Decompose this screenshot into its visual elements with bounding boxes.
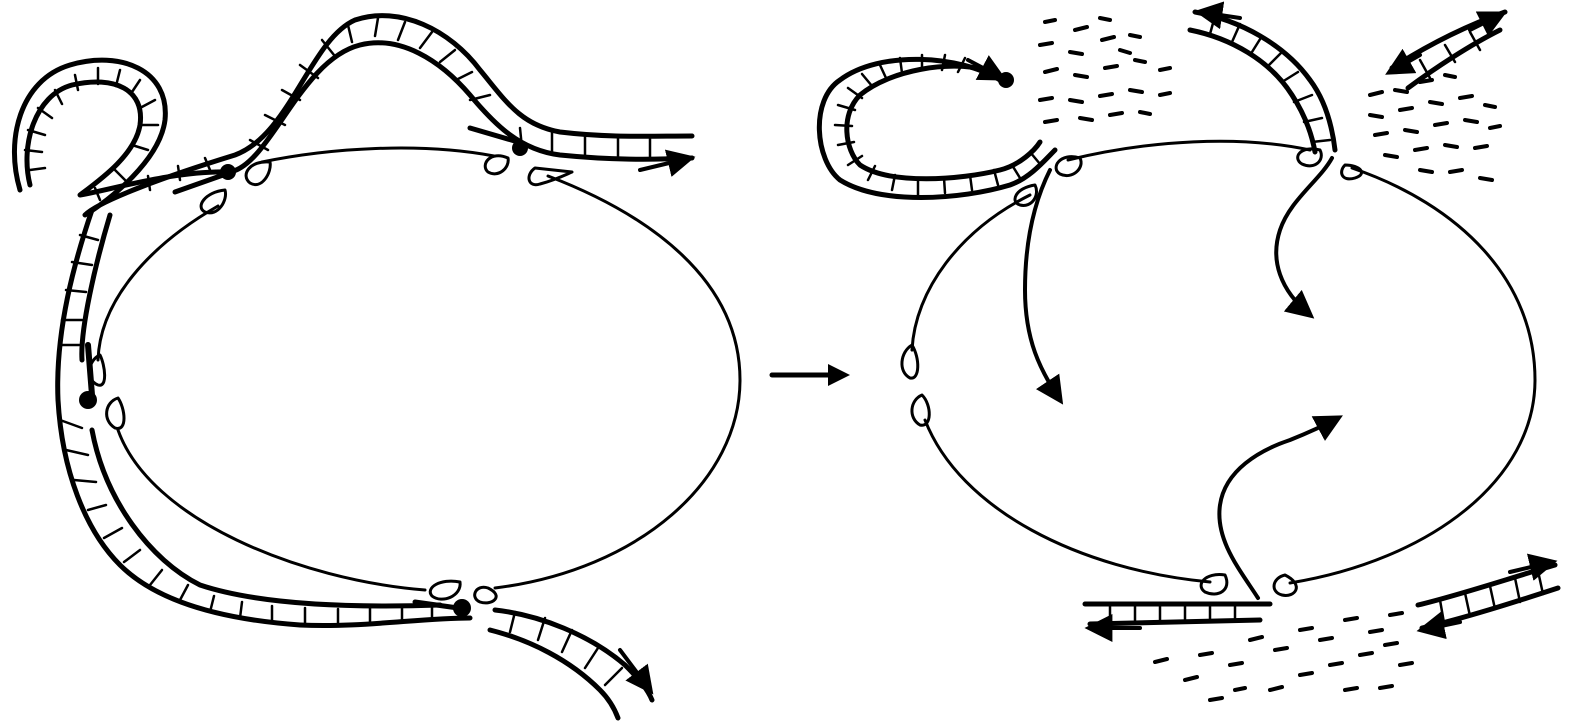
strand-right-bottom-right-outer [1418,565,1555,605]
fragment-dash [1140,112,1150,114]
fragment-dash [1105,66,1117,68]
fragment-dash [1485,105,1495,107]
fragments-bottom [1155,613,1412,700]
fragment-dash [1375,133,1387,135]
panel-after [819,12,1558,700]
fragment-dash [1135,60,1145,62]
fragment-dash [1045,120,1057,122]
fragment-dash [1475,146,1487,148]
fragments-top-right [1370,75,1500,180]
fragment-dash [1155,659,1167,662]
fragment-dash [1370,92,1382,95]
fragment-dash [1040,43,1052,45]
fragment-dash [1345,618,1357,620]
fragment-dash [1230,663,1242,665]
fragment-dash [1385,643,1397,645]
fragment-dash [1445,75,1455,77]
fragment-dash [1430,102,1442,104]
cell-outline-left-lower [118,430,425,590]
cell-outline-right-body [1290,168,1535,583]
strand-left-bottom-inner [92,430,440,606]
fragment-dash [1130,35,1140,37]
fragment-dash [1345,688,1357,690]
fragment-dash [1405,130,1417,132]
cell-outline-left-arc [98,206,218,360]
fragment-dash [1400,663,1412,665]
fragment-dash [1070,52,1082,54]
strand-left-top-striations [25,18,650,200]
fragment-dash [1185,677,1197,680]
fragment-dash [1200,653,1212,655]
strand-left-vert-striations [60,235,432,626]
fragment-dash [1395,90,1407,92]
fragment-dash [1160,93,1170,95]
knob-arm-mid-left [88,345,92,395]
fragment-dash [1465,120,1477,122]
fragment-dash [1045,20,1055,22]
cell-outline-right-left [912,195,1030,350]
fragment-dash [1420,170,1432,172]
panel-before [14,16,740,718]
retracted-strand-3 [1219,418,1338,598]
fragment-dash [1100,94,1112,96]
fragment-dash [1320,638,1332,640]
cell-outline-right-lower [925,420,1210,582]
fragment-dash [1210,698,1222,700]
cell-outline-left-body [495,176,740,588]
fragment-dash [1360,653,1372,655]
fragment-dash [1490,126,1500,128]
fragment-dash [1275,648,1287,650]
fragment-dash [1380,686,1392,688]
right-arrow-icon [772,364,850,386]
fragment-dash [1250,637,1262,640]
fragment-dash [1300,673,1312,675]
fragment-dash [1075,75,1087,77]
fragment-dash [1415,148,1427,150]
knob-right-curl [998,72,1014,88]
fragment-dash [1045,69,1057,72]
fragment-dash [1460,96,1472,98]
fragment-dash [1400,108,1412,110]
fragment-dash [1110,113,1122,115]
fragment-dash [1480,178,1492,180]
fragment-dash [1075,27,1087,30]
strand-left-vert-outer [58,210,470,626]
fragments-top-center [1040,18,1170,122]
fragment-dash [1450,170,1462,172]
fragment-dash [1080,118,1092,120]
cell-outline-right-top [1068,141,1310,160]
fragment-dash [1070,100,1082,102]
strand-right-top-outer [1195,12,1335,150]
fragment-dash [1385,155,1397,157]
fragment-dash [1370,115,1382,117]
fragment-dash [1235,688,1245,690]
fragment-dash [1102,37,1114,40]
fragment-dash [1300,628,1312,630]
fragment-dash [1040,98,1052,100]
fragment-dash [1100,18,1110,20]
fragment-dash [1330,663,1342,665]
strand-left-exit-arrow [620,650,650,690]
droplet-loops-left [90,156,572,603]
droplet-loops-right [902,149,1362,596]
fragment-dash [1445,145,1457,147]
fragment-dash [1390,613,1402,615]
strand-left-exit-bottom-outer [495,610,652,700]
fragment-dash [1160,68,1170,70]
fragment-dash [1435,123,1447,125]
strand-right-top-inner [1190,30,1315,152]
cell-outline-left-top [262,148,494,162]
fragment-dash [1420,80,1432,82]
fragment-dash [1130,90,1142,92]
retracted-strand-2 [1276,158,1332,315]
fragment-dash [1270,687,1282,690]
fragment-dash [1120,50,1130,53]
fragment-dash [1370,630,1382,632]
